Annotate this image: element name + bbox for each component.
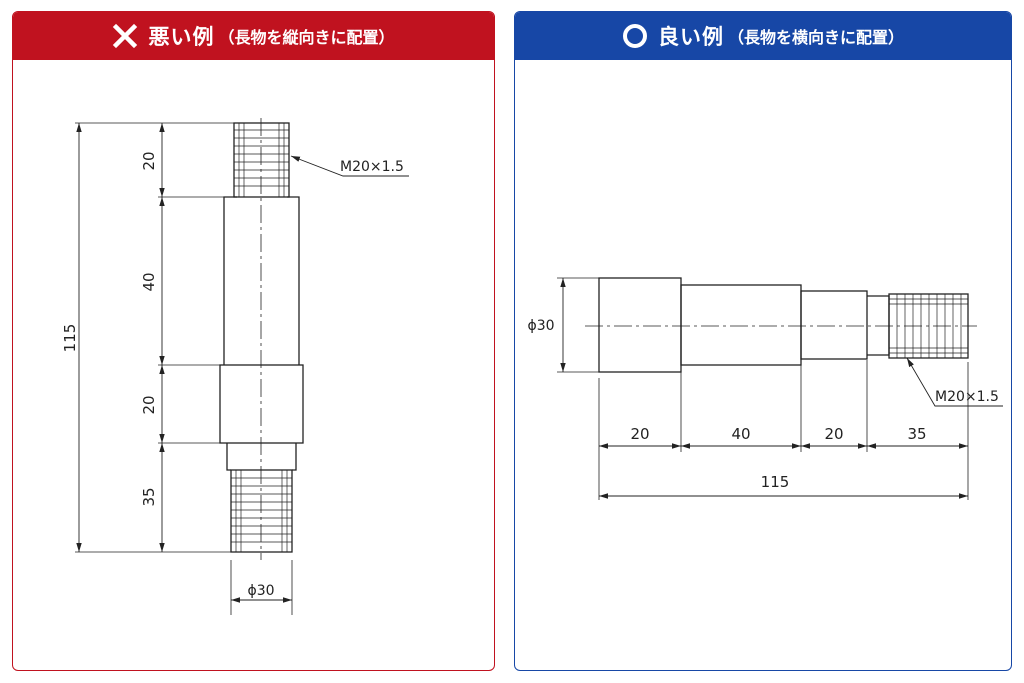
bad-example-subtitle: （長物を縦向きに配置） [218, 28, 395, 47]
good-example-header: 良い例 （長物を横向きに配置） [515, 12, 1011, 60]
dim-label: 40 [140, 272, 158, 291]
dim-label: 35 [140, 487, 158, 506]
shaft-section-collar [219, 364, 304, 444]
diameter-label: ϕ30 [247, 583, 274, 599]
vertical-shaft-drawing: 115 20 40 20 35 ϕ30 M20×1.5 [61, 118, 409, 615]
dim-label: 40 [731, 425, 750, 443]
horizontal-shaft-drawing: ϕ30 20 40 20 35 115 M20×1.5 [527, 277, 1003, 500]
dim-label: 20 [140, 151, 158, 170]
total-length-label: 115 [61, 324, 79, 353]
dim-label: 20 [824, 425, 843, 443]
thread-spec-label: M20×1.5 [935, 389, 999, 405]
total-length-label: 115 [761, 473, 790, 491]
shaft-thread-bottom [230, 469, 293, 553]
shaft-section-40 [223, 196, 300, 365]
diameter-label: ϕ30 [527, 318, 554, 334]
dim-label: 35 [907, 425, 926, 443]
good-example-title: 良い例 [657, 25, 724, 49]
shaft-section-40 [680, 284, 802, 366]
good-example-subtitle: （長物を横向きに配置） [727, 28, 904, 47]
circle-icon [622, 24, 647, 48]
bad-example-header: 悪い例 （長物を縦向きに配置） [13, 12, 494, 60]
shaft-section-20 [598, 277, 682, 373]
shaft-neck [867, 295, 890, 356]
shaft-thread-top [233, 122, 290, 198]
dim-label: 20 [140, 395, 158, 414]
shaft-section-20b [800, 290, 868, 360]
cross-icon [113, 23, 138, 49]
dim-label: 20 [630, 425, 649, 443]
thread-spec-label: M20×1.5 [340, 159, 404, 175]
good-example-panel: 良い例 （長物を横向きに配置） [514, 11, 1012, 671]
bad-example-panel: 悪い例 （長物を縦向きに配置） [12, 11, 495, 671]
bad-example-title: 悪い例 [148, 25, 215, 49]
shaft-neck [226, 443, 297, 471]
